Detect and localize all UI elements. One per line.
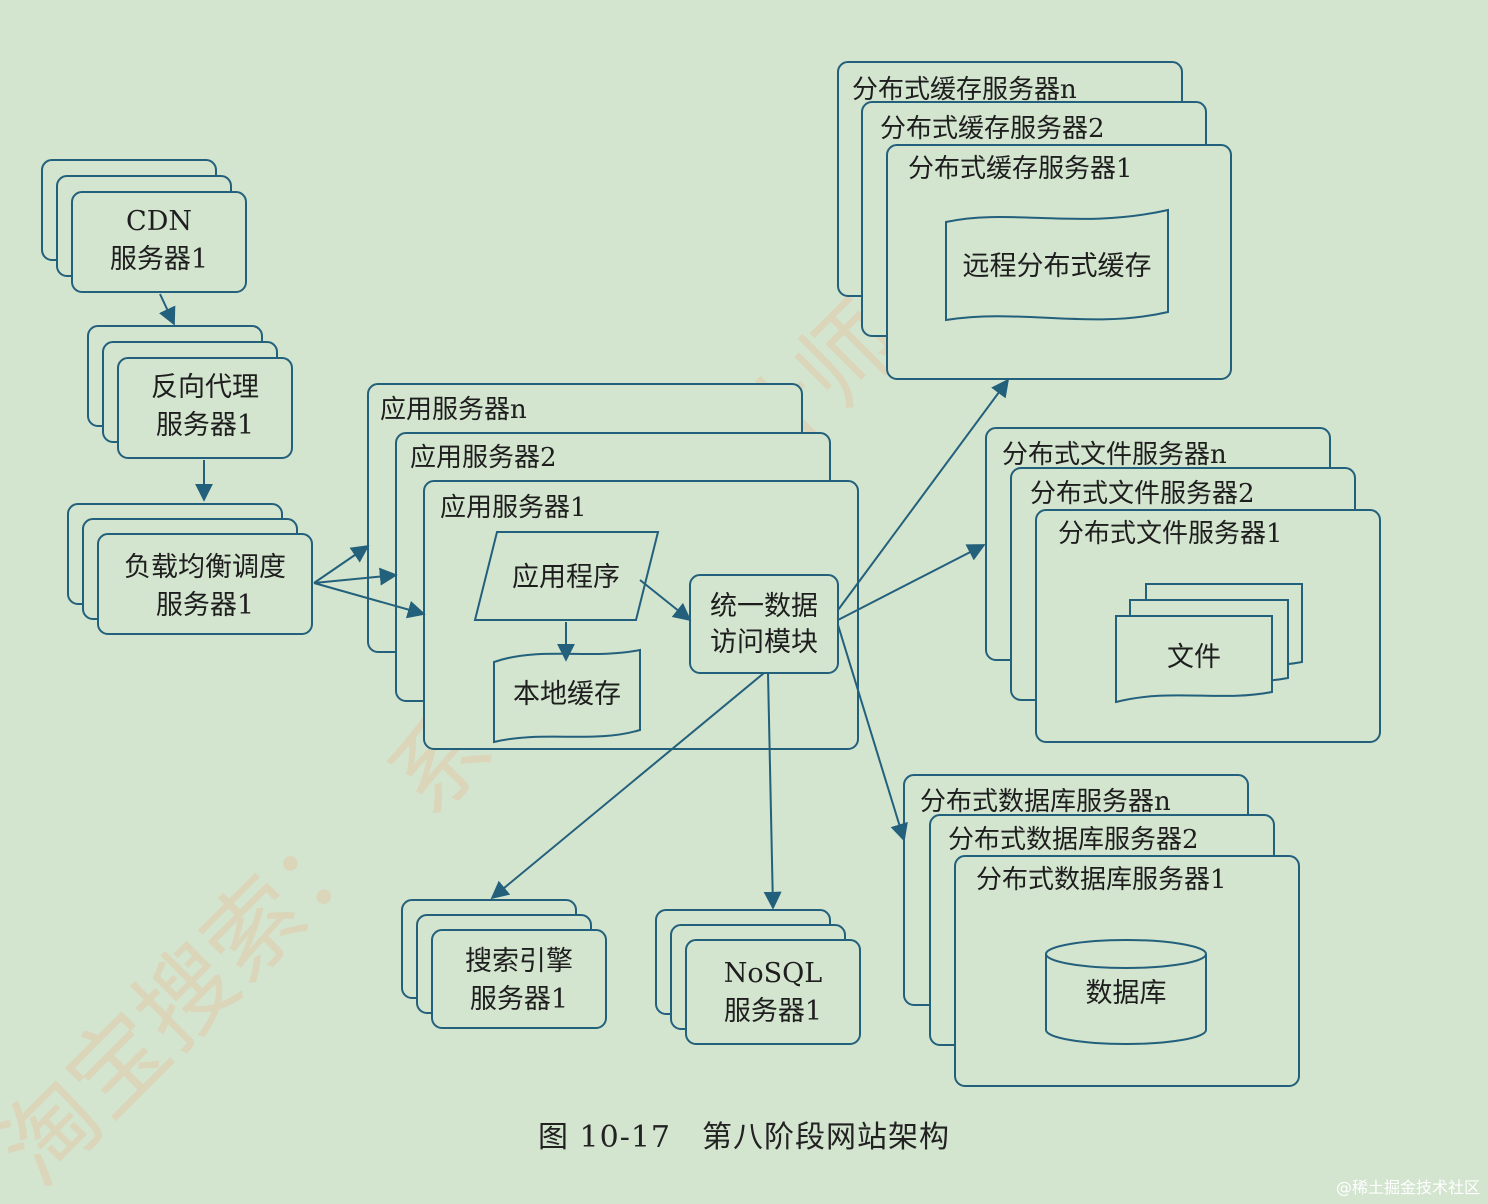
load-balancer-stack[interactable]: 负载均衡调度 服务器1	[67, 503, 313, 635]
app-program-node[interactable]: 应用程序	[473, 531, 660, 621]
figure-caption: 图 10-17 第八阶段网站架构	[537, 1120, 951, 1155]
arrow-data-access-to-nosql	[763, 672, 782, 910]
data-access-label-1: 统一数据	[710, 591, 818, 622]
db-server-2-label: 分布式数据库服务器2	[948, 825, 1199, 855]
remote-cache-label: 远程分布式缓存	[963, 251, 1152, 282]
arrow-lb-to-app-1	[313, 582, 426, 619]
file-server-1-label: 分布式文件服务器1	[1058, 519, 1283, 549]
arrow-data-access-to-file	[837, 544, 986, 621]
search-label-1: 搜索引擎	[465, 946, 573, 977]
lb-label-2: 服务器1	[156, 590, 254, 621]
arrow-data-access-to-search	[490, 672, 765, 900]
app-server-n-label: 应用服务器n	[380, 395, 527, 425]
arrow-lb-to-app-n	[313, 544, 370, 584]
credit-text: @稀土掘金技术社区	[1335, 1178, 1480, 1197]
app-server-2-label: 应用服务器2	[410, 443, 557, 473]
cdn-label-1: CDN	[126, 206, 192, 237]
cdn-server-stack[interactable]: CDN 服务器1	[41, 159, 247, 293]
file-label: 文件	[1167, 642, 1221, 673]
local-cache-node[interactable]: 本地缓存	[493, 648, 641, 744]
nosql-label-2: 服务器1	[724, 996, 822, 1027]
db-server-n-label: 分布式数据库服务器n	[920, 787, 1171, 817]
cdn-label-2: 服务器1	[110, 244, 208, 275]
arrow-lb-to-app-2	[313, 567, 398, 586]
proxy-label-1: 反向代理	[151, 372, 259, 403]
file-server-2-label: 分布式文件服务器2	[1030, 479, 1255, 509]
cache-server-1-label: 分布式缓存服务器1	[908, 154, 1133, 184]
file-server-n-label: 分布式文件服务器n	[1002, 440, 1227, 470]
arrow-data-access-to-cache	[837, 378, 1010, 611]
remote-cache-node[interactable]: 远程分布式缓存	[945, 208, 1169, 322]
db-server-1-label: 分布式数据库服务器1	[976, 865, 1227, 895]
search-label-2: 服务器1	[470, 984, 568, 1015]
data-access-module[interactable]: 统一数据 访问模块	[689, 574, 839, 674]
arrow-program-to-data-access	[639, 579, 692, 622]
lb-label-1: 负载均衡调度	[124, 552, 286, 583]
cache-server-2-label: 分布式缓存服务器2	[880, 114, 1105, 144]
arrow-cdn-to-proxy	[158, 293, 176, 326]
data-access-label-2: 访问模块	[710, 627, 818, 658]
cache-server-n-label: 分布式缓存服务器n	[852, 75, 1077, 105]
app-server-1-label: 应用服务器1	[440, 493, 587, 523]
app-program-label: 应用程序	[512, 562, 620, 593]
nosql-label-1: NoSQL	[724, 958, 823, 989]
reverse-proxy-stack[interactable]: 反向代理 服务器1	[87, 325, 293, 459]
nosql-stack[interactable]: NoSQL 服务器1	[655, 909, 861, 1045]
local-cache-label: 本地缓存	[513, 679, 621, 710]
file-node[interactable]: 文件	[1115, 583, 1303, 704]
arrow-data-access-to-db	[837, 624, 908, 842]
proxy-label-2: 服务器1	[156, 410, 254, 441]
search-engine-stack[interactable]: 搜索引擎 服务器1	[401, 899, 607, 1029]
database-node[interactable]: 数据库	[1045, 939, 1207, 1045]
database-label: 数据库	[1086, 978, 1167, 1009]
